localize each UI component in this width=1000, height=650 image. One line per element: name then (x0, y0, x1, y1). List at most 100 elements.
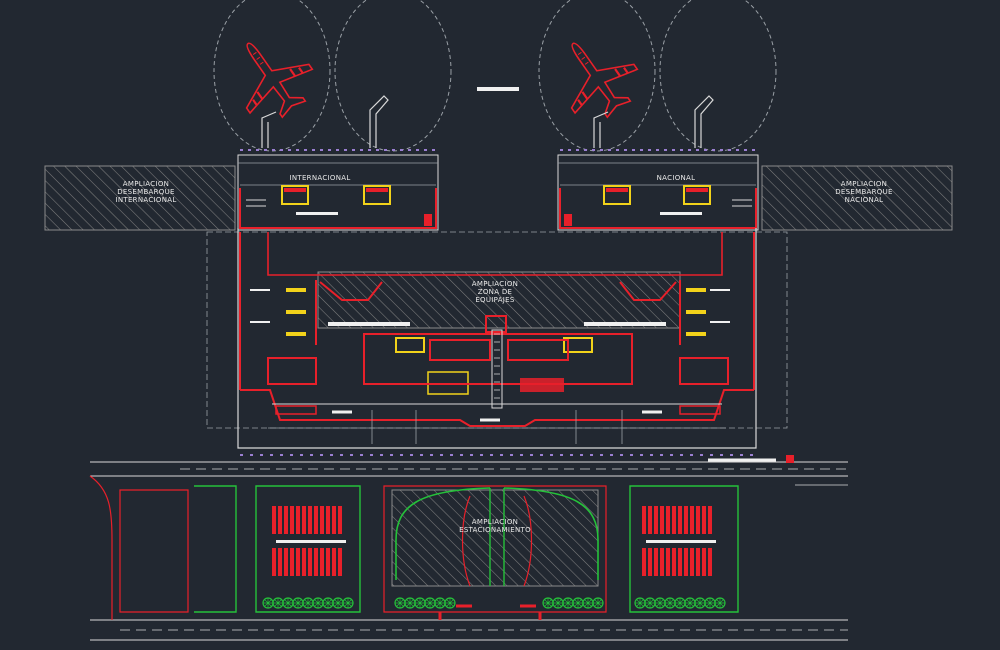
tree-icon (282, 597, 294, 609)
tree-icon (444, 597, 456, 609)
parking-stall (326, 548, 330, 576)
parking-stall (314, 548, 318, 576)
tree-icon (302, 597, 314, 609)
stand-circle (538, 0, 656, 152)
parking-area (194, 485, 739, 620)
scale-bar (477, 87, 519, 91)
baggage-label: AMPLIACION ZONA DE EQUIPAJES (471, 280, 519, 304)
parking-stall (642, 548, 646, 576)
parking-stall (660, 506, 664, 534)
tree-icon (434, 597, 446, 609)
parking-stall (284, 506, 288, 534)
parking-zone (391, 489, 599, 587)
parking-stall (666, 506, 670, 534)
tree-icon (572, 597, 584, 609)
tree-icon (342, 597, 354, 609)
tree-icon (704, 597, 716, 609)
tree-icon (332, 597, 344, 609)
tree-icon (644, 597, 656, 609)
parking-stall (296, 548, 300, 576)
parking-stall (302, 506, 306, 534)
parking-stall (320, 506, 324, 534)
tree-icon (542, 597, 554, 609)
tree-icon (562, 597, 574, 609)
parking-stall (314, 506, 318, 534)
tree-icon (684, 597, 696, 609)
extension-zones (44, 165, 953, 329)
parking-stall (278, 506, 282, 534)
parking-stall (690, 548, 694, 576)
parking-stall (702, 548, 706, 576)
parking-stall (672, 548, 676, 576)
parking-stall (708, 506, 712, 534)
tree-icon (424, 597, 436, 609)
parking-stall (308, 548, 312, 576)
parking-stall (696, 506, 700, 534)
pier-international (237, 149, 439, 231)
tree-icon (404, 597, 416, 609)
parking-stall (332, 506, 336, 534)
parking-stall (690, 506, 694, 534)
tree-icon (292, 597, 304, 609)
parking-stall (678, 506, 682, 534)
tree-icon (262, 597, 274, 609)
tree-icon (664, 597, 676, 609)
parking-stall (278, 548, 282, 576)
stand-circle (213, 0, 331, 152)
parking-stall (302, 548, 306, 576)
ext-intl-zone (44, 165, 236, 231)
parking-stall (320, 548, 324, 576)
parking-stall (284, 548, 288, 576)
tree-icon (414, 597, 426, 609)
parking-stall (272, 506, 276, 534)
ext-nat-zone (761, 165, 953, 231)
tree-icon (312, 597, 324, 609)
tree-icon (634, 597, 646, 609)
tree-icon (322, 597, 334, 609)
parking-stall (648, 506, 652, 534)
stand-circle (659, 0, 777, 152)
parking-stall (654, 506, 658, 534)
parking-stall (684, 506, 688, 534)
baggage-zone (317, 271, 681, 329)
parking-stall (290, 548, 294, 576)
tree-icon (582, 597, 594, 609)
parking-stall (696, 548, 700, 576)
ext-intl-label: AMPLIACION DESEMBARQUE INTERNACIONAL (115, 180, 177, 204)
intl-pier-label: INTERNACIONAL (289, 174, 351, 182)
access-roads (89, 455, 848, 641)
parking-stall (332, 548, 336, 576)
pier-national (557, 149, 759, 231)
parking-stall (338, 548, 342, 576)
tree-icon (272, 597, 284, 609)
ext-nat-label: AMPLIACION DESEMBARQUE NACIONAL (835, 180, 893, 204)
tree-icon (674, 597, 686, 609)
parking-stall (648, 548, 652, 576)
tree-icon (714, 597, 726, 609)
parking-stall (642, 506, 646, 534)
parking-stall (338, 506, 342, 534)
parking-stall (678, 548, 682, 576)
parking-stall (708, 548, 712, 576)
terminal-building (206, 228, 788, 456)
parking-stall (326, 506, 330, 534)
parking-stall (672, 506, 676, 534)
parking-stall (684, 548, 688, 576)
parking-stall (660, 548, 664, 576)
stand-circle (334, 0, 452, 152)
tree-icon (394, 597, 406, 609)
parking-stall (654, 548, 658, 576)
parking-stall (308, 506, 312, 534)
tree-icon (552, 597, 564, 609)
nat-pier-label: NACIONAL (656, 174, 696, 182)
tree-icon (694, 597, 706, 609)
tree-icon (592, 597, 604, 609)
parking-label: AMPLIACION ESTACIONAMIENTO (459, 518, 531, 534)
parking-stall (666, 548, 670, 576)
aircraft-stands (213, 0, 777, 152)
parking-stall (272, 548, 276, 576)
parking-stall (702, 506, 706, 534)
tree-rows (262, 597, 726, 609)
parking-stall (290, 506, 294, 534)
